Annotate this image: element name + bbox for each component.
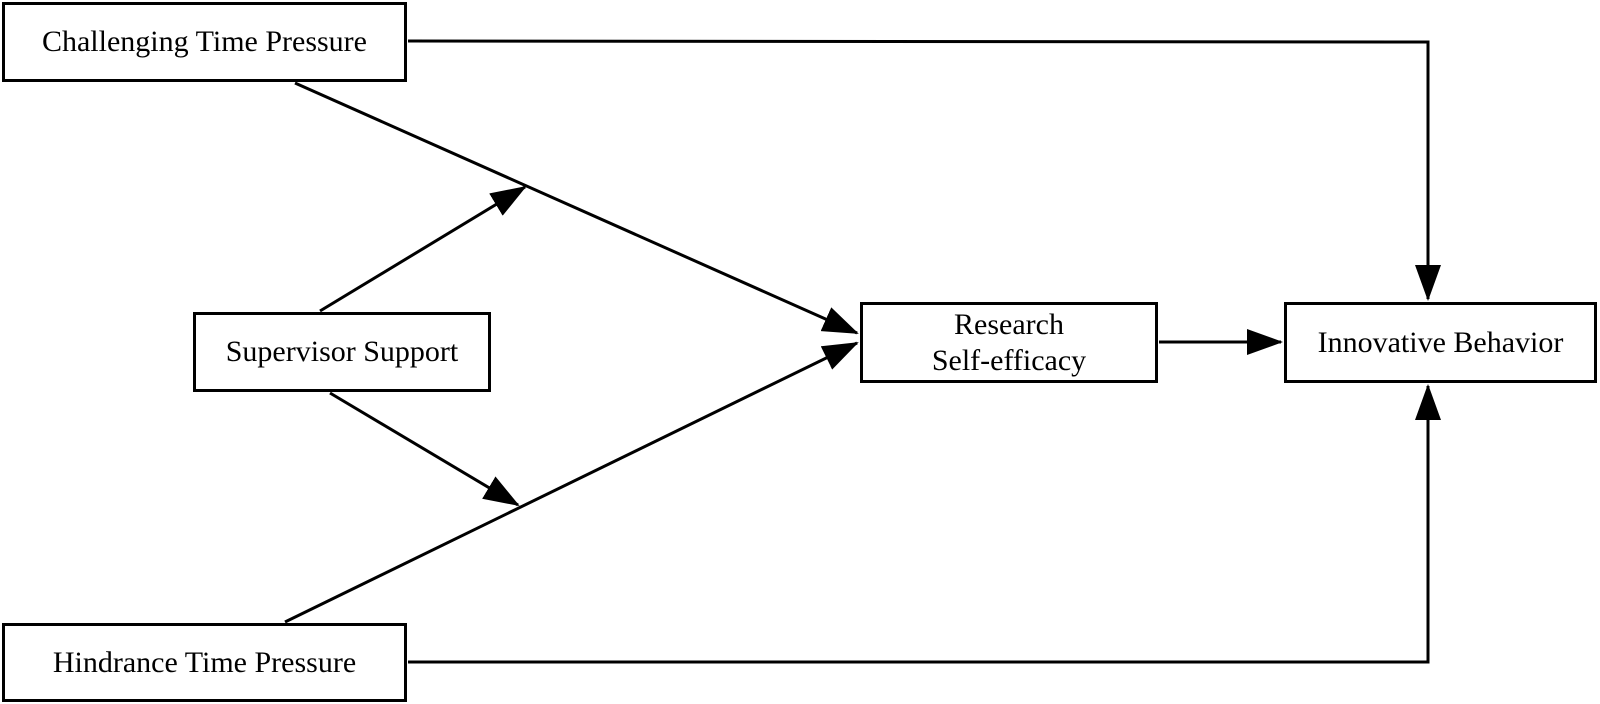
node-challenging-time-pressure-label: Challenging Time Pressure [41,25,367,58]
edge-ctp-to-rse [294,81,859,335]
node-challenging-time-pressure: Challenging Time Pressure [2,2,407,82]
node-supervisor-support: Supervisor Support [193,312,491,392]
node-innovative-behavior: Innovative Behavior [1284,302,1597,383]
node-research-self-efficacy-label-line-2: Self-efficacy [931,343,1087,377]
node-hindrance-time-pressure-label: Hindrance Time Pressure [52,645,357,679]
node-research-self-efficacy-label-line-1: Research [954,307,1064,341]
edge-htp-to-ib [408,384,1441,664]
edge-htp-to-rse [284,341,859,624]
node-supervisor-support-label: Supervisor Support [225,335,459,368]
edge-ss-moderates-htp-path [329,391,520,507]
node-innovative-behavior-label: Innovative Behavior [1317,325,1564,359]
node-research-self-efficacy: Research Self-efficacy [860,302,1158,383]
node-hindrance-time-pressure: Hindrance Time Pressure [2,623,407,702]
edge-ctp-to-ib [407,39,1441,301]
edge-ss-moderates-ctp-path [319,185,527,313]
